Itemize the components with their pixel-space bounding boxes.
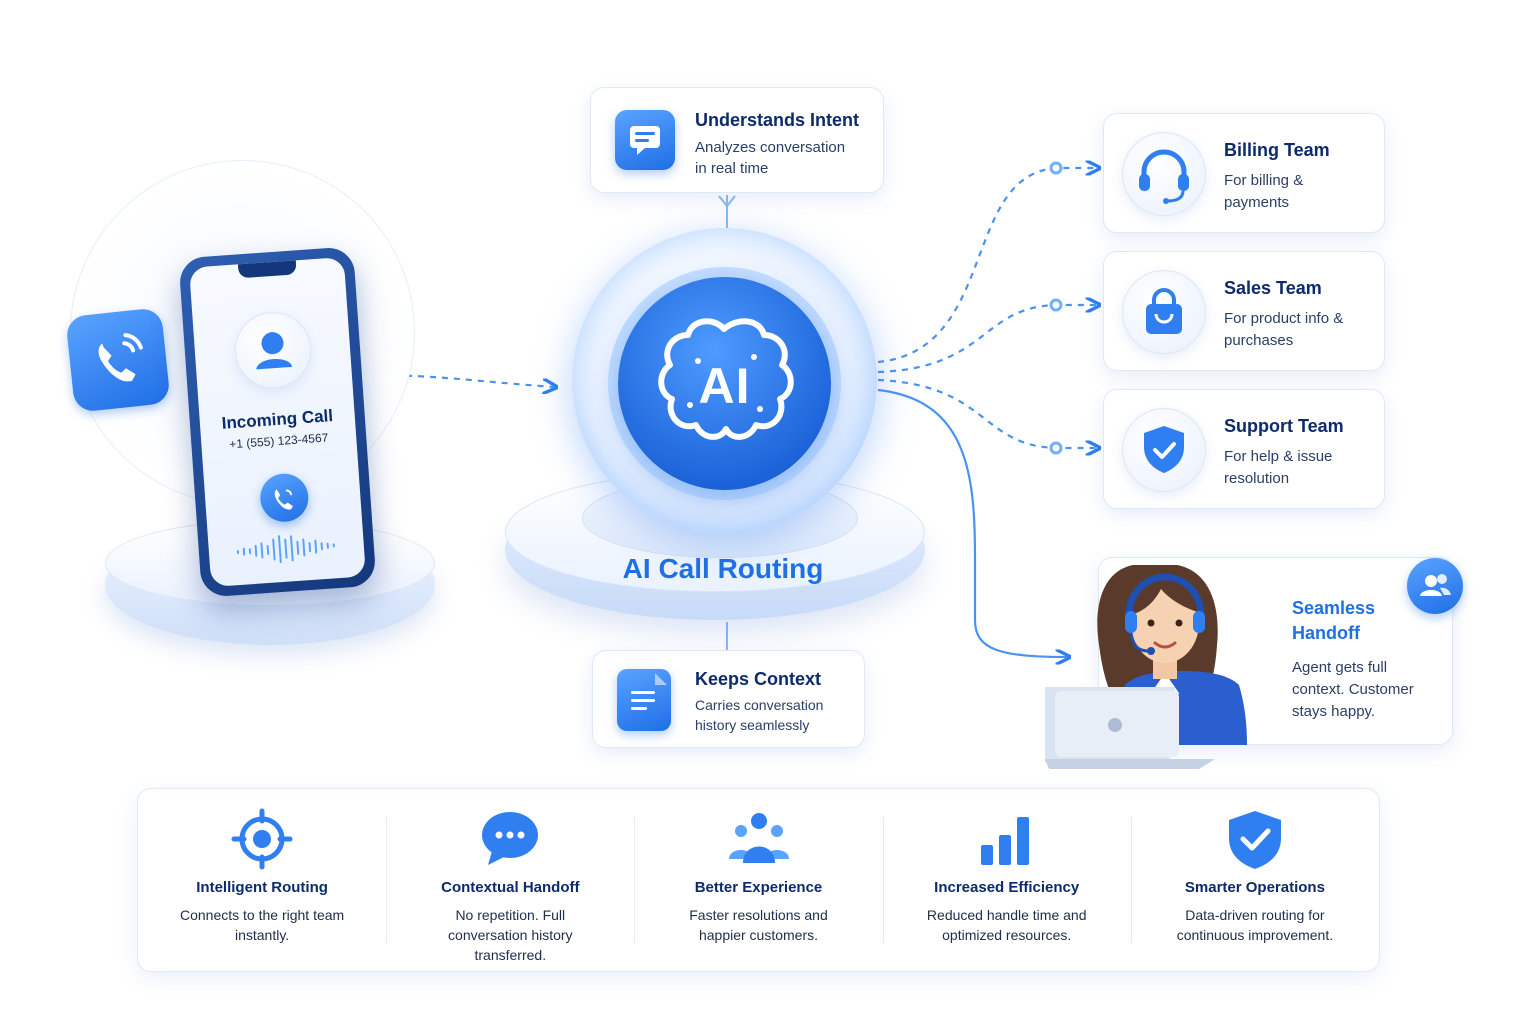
sales-line-1: For product info & xyxy=(1224,310,1344,327)
sales-title: Sales Team xyxy=(1224,278,1322,298)
benefit-increased-efficiency: Increased Efficiency Reduced handle time… xyxy=(882,789,1131,971)
support-line-1: For help & issue xyxy=(1224,448,1333,465)
intent-line-1: Analyzes conversation xyxy=(695,139,846,156)
benefit-title: Contextual Handoff xyxy=(441,879,580,896)
shopping-bag-icon xyxy=(1146,288,1182,334)
people-icon xyxy=(728,813,789,863)
chat-bubble-icon xyxy=(482,812,539,865)
billing-title: Billing Team xyxy=(1224,140,1330,160)
hub-to-billing-connector xyxy=(877,168,1098,364)
billing-team-card[interactable]: Billing Team For billing & payments xyxy=(1103,113,1385,233)
benefit-title: Increased Efficiency xyxy=(934,879,1080,896)
ai-core-badge: AI xyxy=(618,277,831,490)
chat-icon xyxy=(615,110,675,170)
waveform-icon xyxy=(236,535,335,564)
context-line-2: history seamlessly xyxy=(695,717,810,733)
answer-call-button[interactable] xyxy=(258,472,310,524)
support-agent-avatar xyxy=(1045,565,1247,769)
support-team-card[interactable]: Support Team For help & issue resolution xyxy=(1103,389,1385,509)
benefit-desc-line: continuous improvement. xyxy=(1176,927,1334,943)
benefit-title: Smarter Operations xyxy=(1184,879,1325,896)
smartphone: Incoming Call +1 (555) 123-4567 xyxy=(178,246,377,598)
handoff-line-1: Agent gets full xyxy=(1292,659,1388,676)
headset-icon xyxy=(1139,149,1189,204)
context-title: Keeps Context xyxy=(695,669,822,689)
hub-label: AI Call Routing xyxy=(622,553,824,584)
handoff-line-3: stays happy. xyxy=(1292,703,1376,720)
benefit-intelligent-routing: Intelligent Routing Connects to the righ… xyxy=(138,789,386,971)
support-title: Support Team xyxy=(1224,416,1344,436)
phone-ringing-icon xyxy=(65,307,171,413)
users-icon xyxy=(1407,558,1463,614)
hub-to-agent-connector xyxy=(877,388,1068,657)
benefit-desc-line: Faster resolutions and xyxy=(689,907,828,923)
benefit-better-experience: Better Experience Faster resolutions and… xyxy=(634,789,882,971)
benefit-desc-line: Reduced handle time and xyxy=(926,907,1087,923)
intent-title: Understands Intent xyxy=(695,110,860,130)
benefit-smarter-operations: Smarter Operations Data-driven routing f… xyxy=(1130,789,1379,971)
benefits-strip: Intelligent Routing Connects to the righ… xyxy=(137,788,1380,972)
handoff-line-2: context. Customer xyxy=(1292,681,1414,698)
ai-badge-label: AI xyxy=(698,358,751,414)
handoff-title-2: Handoff xyxy=(1292,623,1360,643)
hub-to-support-connector xyxy=(877,378,1098,448)
billing-line-1: For billing & xyxy=(1224,172,1304,189)
hub-to-sales-connector xyxy=(877,305,1098,374)
sales-line-2: purchases xyxy=(1224,332,1294,349)
intent-line-2: in real time xyxy=(695,160,769,177)
shield-check-icon xyxy=(1228,811,1281,869)
benefit-contextual-handoff: Contextual Handoff No repetition. Full c… xyxy=(386,789,634,971)
document-icon xyxy=(617,669,671,731)
benefit-desc-line: optimized resources. xyxy=(942,927,1072,943)
benefit-desc-line: instantly. xyxy=(234,927,290,943)
phone-to-hub-connector xyxy=(369,373,555,387)
billing-line-2: payments xyxy=(1224,194,1290,211)
benefit-desc-line: transferred. xyxy=(474,947,547,963)
benefit-title: Intelligent Routing xyxy=(196,879,328,896)
benefit-desc-line: Connects to the right team xyxy=(180,907,345,923)
sales-team-card[interactable]: Sales Team For product info & purchases xyxy=(1103,251,1385,371)
support-icon-badge xyxy=(1122,408,1206,492)
benefit-title: Better Experience xyxy=(694,879,823,896)
phone-call-icon xyxy=(274,489,293,510)
context-line-1: Carries conversation xyxy=(695,697,824,713)
user-icon xyxy=(256,332,293,370)
brain-icon xyxy=(658,318,794,440)
sales-icon-badge xyxy=(1122,270,1206,354)
benefit-desc-line: Data-driven routing for xyxy=(1185,907,1325,923)
caller-avatar xyxy=(232,309,314,391)
benefit-desc-line: No repetition. Full xyxy=(455,907,566,923)
benefit-desc-line: conversation history xyxy=(448,927,573,943)
shield-check-icon xyxy=(1144,426,1184,473)
benefit-desc-line: happier customers. xyxy=(698,927,819,943)
billing-icon-badge xyxy=(1122,132,1206,216)
understands-intent-card: Understands Intent Analyzes conversation… xyxy=(590,87,884,193)
bar-chart-icon xyxy=(980,817,1029,865)
target-icon xyxy=(231,808,293,870)
support-line-2: resolution xyxy=(1224,470,1290,487)
keeps-context-card: Keeps Context Carries conversation histo… xyxy=(592,650,865,748)
handoff-title-1: Seamless xyxy=(1292,598,1376,618)
